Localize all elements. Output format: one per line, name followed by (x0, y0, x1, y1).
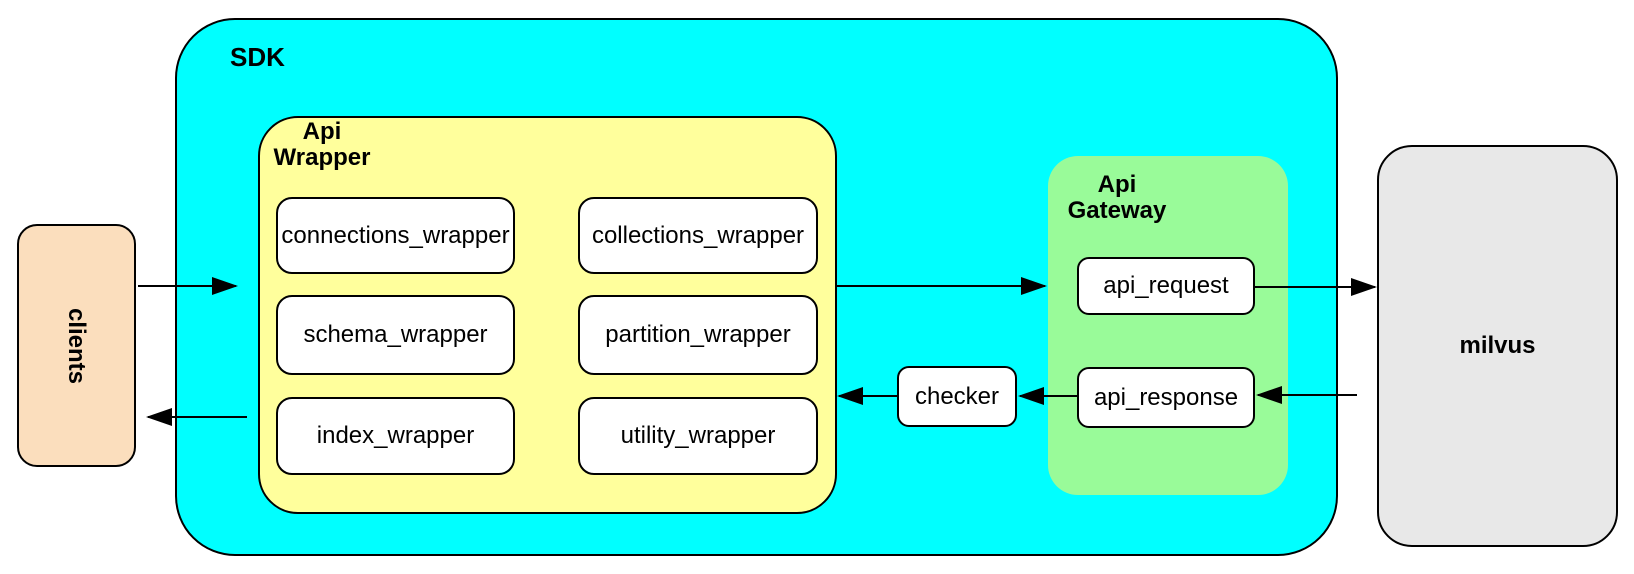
sdk-label: SDK (230, 42, 285, 72)
milvus-node: milvus (1377, 145, 1618, 547)
api-wrapper-label: Api Wrapper (258, 119, 386, 171)
node-partition-wrapper: partition_wrapper (578, 295, 818, 375)
node-connections-wrapper: connections_wrapper (276, 197, 515, 274)
api-gateway-label-line2: Gateway (1067, 197, 1167, 224)
node-schema-wrapper: schema_wrapper (276, 295, 515, 375)
api-gateway-container (1048, 156, 1288, 495)
api-wrapper-label-line2: Wrapper (273, 144, 371, 171)
node-collections-wrapper: collections_wrapper (578, 197, 818, 274)
node-checker: checker (897, 366, 1017, 427)
clients-node: clients (17, 224, 136, 467)
node-api-response: api_response (1077, 367, 1255, 428)
node-utility-wrapper: utility_wrapper (578, 397, 818, 475)
milvus-label: milvus (1459, 332, 1536, 359)
api-gateway-label: Api Gateway (1054, 172, 1180, 224)
node-api-request: api_request (1077, 257, 1255, 315)
clients-label: clients (63, 307, 91, 384)
node-index-wrapper: index_wrapper (276, 397, 515, 475)
api-wrapper-label-line1: Api (302, 118, 342, 145)
api-gateway-label-line1: Api (1097, 171, 1137, 198)
